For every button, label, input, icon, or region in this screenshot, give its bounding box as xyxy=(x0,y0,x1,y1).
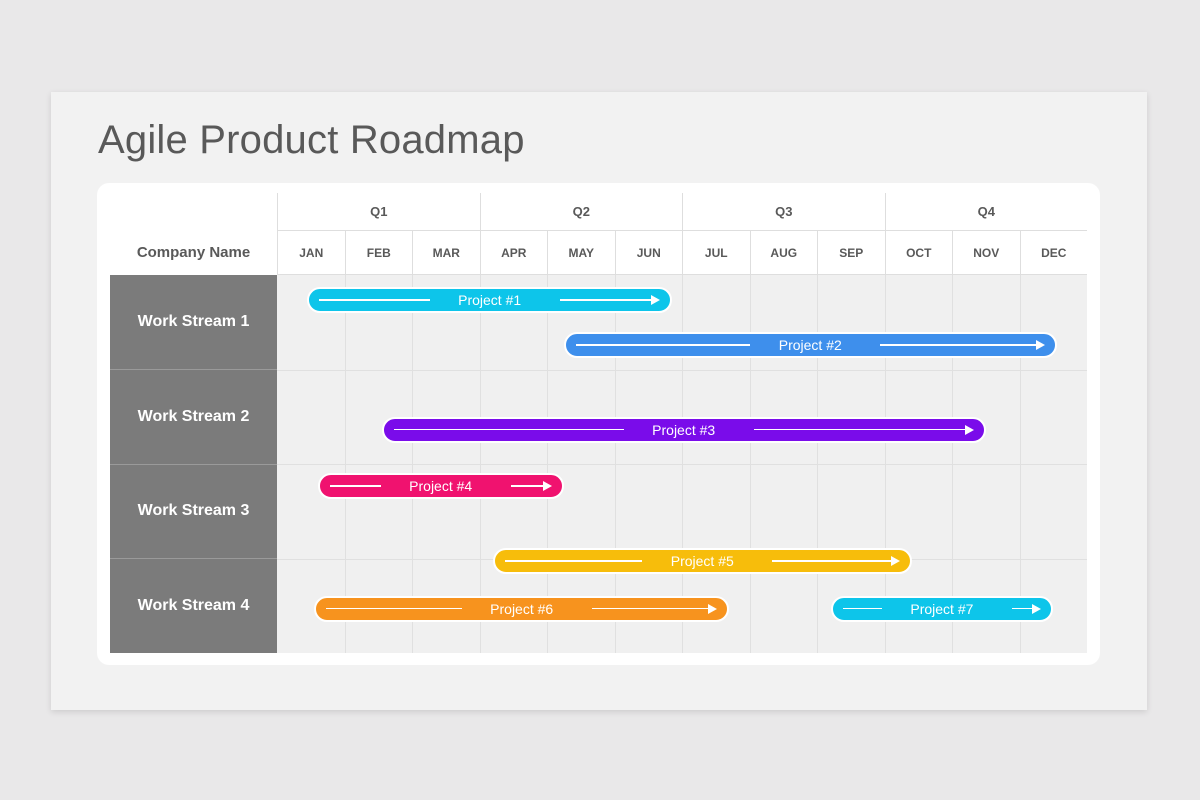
timeline-line xyxy=(842,607,882,609)
quarter-header: Q1 xyxy=(277,193,480,231)
timeline-line xyxy=(753,428,966,430)
project-label: Project #4 xyxy=(409,478,473,494)
stream-gridline xyxy=(277,369,1087,371)
project-bar[interactable]: Project #1 xyxy=(307,287,672,313)
arrow-right-icon xyxy=(890,556,900,566)
work-stream-label: Work Stream 1 xyxy=(110,275,277,370)
timeline-line xyxy=(319,299,430,301)
work-stream-label: Work Stream 4 xyxy=(110,559,277,653)
timeline-line xyxy=(326,607,462,609)
month-header: FEB xyxy=(344,231,412,275)
work-stream-column: Work Stream 1 Work Stream 2 Work Stream … xyxy=(110,275,277,653)
project-label: Project #1 xyxy=(458,292,522,308)
month-header: MAY xyxy=(547,231,615,275)
timeline-line xyxy=(559,299,652,301)
month-header: SEP xyxy=(817,231,885,275)
arrow-right-icon xyxy=(708,603,718,614)
timeline-line xyxy=(1011,607,1034,609)
arrow-right-icon xyxy=(1032,603,1042,614)
company-name-header: Company Name xyxy=(110,231,277,276)
timeline-line xyxy=(393,428,624,430)
timeline-area: Project #1 Project #2 Project #3 Project #4… xyxy=(277,275,1087,653)
quarter-header-row: Q1 Q2 Q3 Q4 xyxy=(277,193,1087,231)
month-header-row: JAN FEB MAR APR MAY JUN JUL AUG SEP OCT … xyxy=(277,231,1087,275)
month-header: APR xyxy=(479,231,547,275)
timeline-line xyxy=(591,607,710,609)
timeline-line xyxy=(329,485,381,487)
stream-gridline xyxy=(277,464,1087,465)
month-header: JUN xyxy=(614,231,682,275)
timeline-line xyxy=(510,485,544,487)
project-bar[interactable]: Project #2 xyxy=(563,332,1057,358)
roadmap-slide: Agile Product Roadmap Q1 Q2 Q3 Q4 Compan… xyxy=(51,92,1147,710)
quarter-header: Q3 xyxy=(682,193,885,231)
project-label: Project #2 xyxy=(778,337,842,353)
month-header: JAN xyxy=(277,231,345,275)
project-bar[interactable]: Project #5 xyxy=(493,548,912,574)
arrow-right-icon xyxy=(650,295,660,305)
roadmap-card: Q1 Q2 Q3 Q4 Company Name JAN FEB MAR APR… xyxy=(97,183,1100,665)
timeline-line xyxy=(505,560,643,562)
quarter-header: Q4 xyxy=(884,193,1087,231)
quarter-header: Q2 xyxy=(479,193,682,231)
roadmap-grid: Q1 Q2 Q3 Q4 Company Name JAN FEB MAR APR… xyxy=(110,193,1087,653)
project-bar[interactable]: Project #6 xyxy=(314,595,730,622)
month-header: JUL xyxy=(682,231,750,275)
project-label: Project #3 xyxy=(652,421,716,438)
timeline-line xyxy=(575,344,751,346)
project-bar[interactable]: Project #7 xyxy=(830,595,1054,622)
project-label: Project #7 xyxy=(910,600,974,617)
month-header: OCT xyxy=(884,231,952,275)
project-bar[interactable]: Project #4 xyxy=(317,473,564,499)
timeline-line xyxy=(880,344,1037,346)
arrow-right-icon xyxy=(964,424,974,435)
month-header: DEC xyxy=(1019,231,1087,275)
project-label: Project #6 xyxy=(490,600,554,617)
month-header: NOV xyxy=(952,231,1020,275)
arrow-right-icon xyxy=(1035,340,1045,350)
project-bar[interactable]: Project #3 xyxy=(381,416,986,443)
timeline-line xyxy=(772,560,892,562)
page-title: Agile Product Roadmap xyxy=(98,118,525,162)
project-label: Project #5 xyxy=(670,553,734,569)
work-stream-label: Work Stream 2 xyxy=(110,369,277,465)
month-header: AUG xyxy=(749,231,817,275)
month-header: MAR xyxy=(412,231,480,275)
arrow-right-icon xyxy=(542,481,552,491)
work-stream-label: Work Stream 3 xyxy=(110,464,277,560)
